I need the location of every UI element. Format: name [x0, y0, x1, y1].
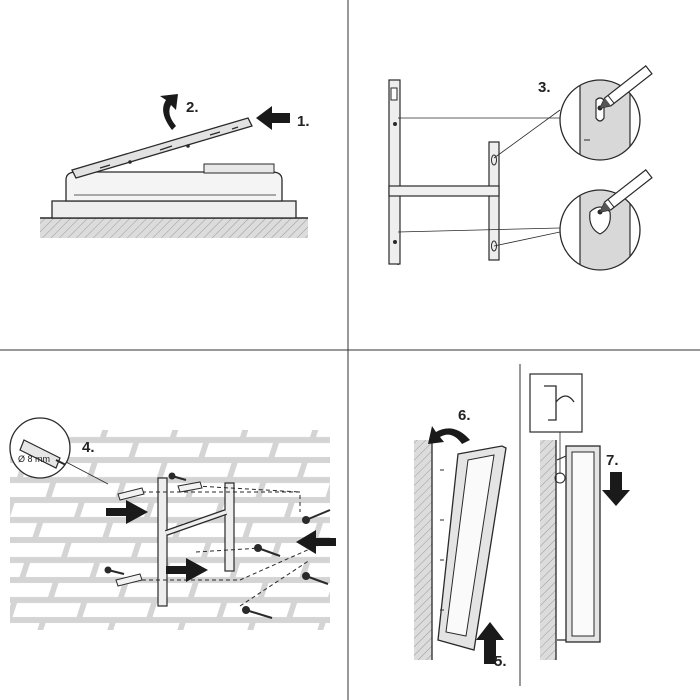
mounting-bracket — [71, 117, 253, 179]
floor-surface — [40, 218, 308, 238]
step-5-label: 5. — [494, 653, 507, 670]
magnifier-top — [560, 80, 640, 160]
bracket-cross-bar — [388, 185, 500, 197]
panel-step-5-6-7: 6. 5. 7. — [414, 364, 630, 686]
step-7-label: 7. — [606, 452, 619, 469]
arrow-icon — [166, 558, 208, 582]
step-4-label: 4. — [82, 439, 95, 456]
panel-step-1-2: 1. 2. — [40, 94, 310, 238]
arrow-icon — [602, 472, 630, 506]
pencil-icon — [598, 169, 653, 213]
curved-arrow-icon — [428, 426, 470, 444]
arrow-icon — [296, 530, 336, 554]
panel-step-3: 3. — [388, 65, 653, 271]
drill-icon — [19, 439, 61, 469]
wall-section — [414, 440, 432, 660]
bracket-rail-left — [157, 477, 168, 607]
wall-section — [540, 440, 556, 660]
arrow-icon — [106, 500, 148, 524]
panel-step-4: Ø 8 mm 4. — [9, 417, 336, 630]
arrow-icon — [476, 622, 504, 664]
pencil-icon — [598, 65, 653, 109]
step-2-label: 2. — [186, 99, 199, 116]
bracket-rail-right — [224, 482, 235, 572]
step-1-label: 1. — [297, 113, 310, 130]
step-6-label: 6. — [458, 407, 471, 424]
base-plate — [51, 200, 297, 219]
bracket-rail-left — [388, 79, 401, 265]
arrow-icon — [256, 106, 290, 130]
curved-arrow-icon — [160, 94, 178, 130]
dowel-icon — [115, 481, 203, 587]
magnifier-bottom — [560, 190, 640, 270]
screw-icon — [104, 472, 331, 619]
step-3-label: 3. — [538, 79, 551, 96]
bracket-rail-right — [488, 141, 500, 261]
device-body — [65, 171, 283, 202]
drill-diameter-label: Ø 8 mm — [18, 454, 50, 464]
